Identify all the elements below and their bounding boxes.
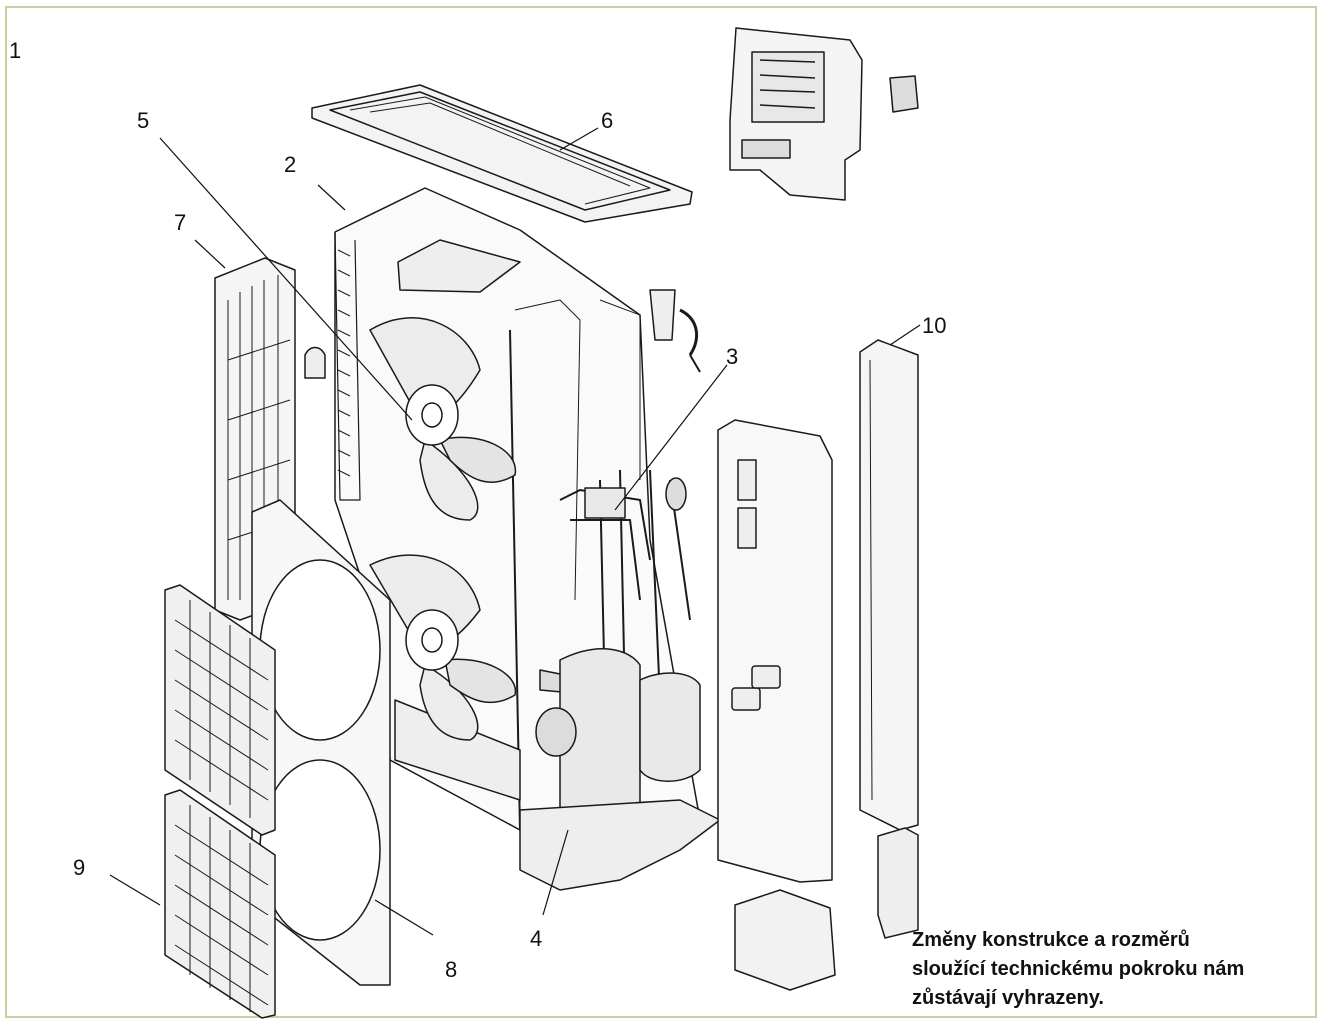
front-panel: [251, 499, 391, 986]
fan-lower: [369, 554, 517, 741]
control-box: [729, 27, 919, 201]
disclaimer-line-2: sloužící technickému pokroku nám: [912, 958, 1245, 980]
figure-number: 1: [9, 38, 22, 63]
disclaimer-line-3: zůstávají vyhrazeny.: [912, 987, 1104, 1009]
fan-upper: [369, 317, 517, 521]
callout-8: 8: [445, 957, 457, 982]
leader-lines: [109, 127, 921, 936]
callout-3: 3: [726, 344, 738, 369]
callout-10: 10: [922, 313, 946, 338]
callout-5: 5: [137, 108, 149, 133]
callout-2: 2: [284, 152, 296, 177]
disclaimer-note: Změny konstrukce a rozměrů sloužící tech…: [912, 926, 1312, 1013]
motor-bracket: [397, 239, 521, 293]
disclaimer-line-1: Změny konstrukce a rozměrů: [912, 929, 1190, 951]
figure-frame: [5, 6, 1317, 1018]
rear-panel: [859, 339, 919, 939]
top-cover: [311, 84, 693, 223]
compressor: [519, 648, 721, 891]
fan-grille-lower: [164, 789, 276, 1019]
callout-6: 6: [601, 108, 613, 133]
callout-7: 7: [174, 210, 186, 235]
side-service-panel: [717, 419, 833, 883]
callout-9: 9: [73, 855, 85, 880]
callout-labels: 2 3 4 5 6 7 8 9 10: [73, 108, 946, 982]
bottom-cover: [734, 889, 836, 991]
callout-4: 4: [530, 926, 542, 951]
fan-grille-upper: [164, 584, 276, 836]
